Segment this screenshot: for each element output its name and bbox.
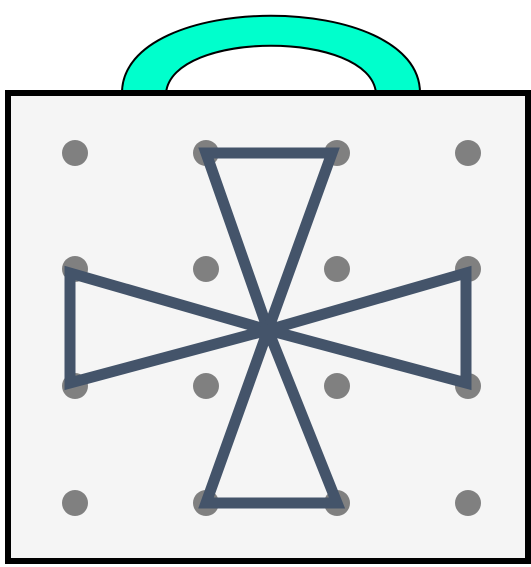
peg-r3-c3 bbox=[455, 490, 481, 516]
peg-r0-c3 bbox=[455, 140, 481, 166]
peg-r2-c1 bbox=[193, 373, 219, 399]
peg-r0-c0 bbox=[62, 140, 88, 166]
carry-handle bbox=[122, 16, 420, 93]
peg-r1-c2 bbox=[324, 256, 350, 282]
peg-r2-c2 bbox=[324, 373, 350, 399]
peg-r3-c0 bbox=[62, 490, 88, 516]
peg-r1-c1 bbox=[193, 256, 219, 282]
